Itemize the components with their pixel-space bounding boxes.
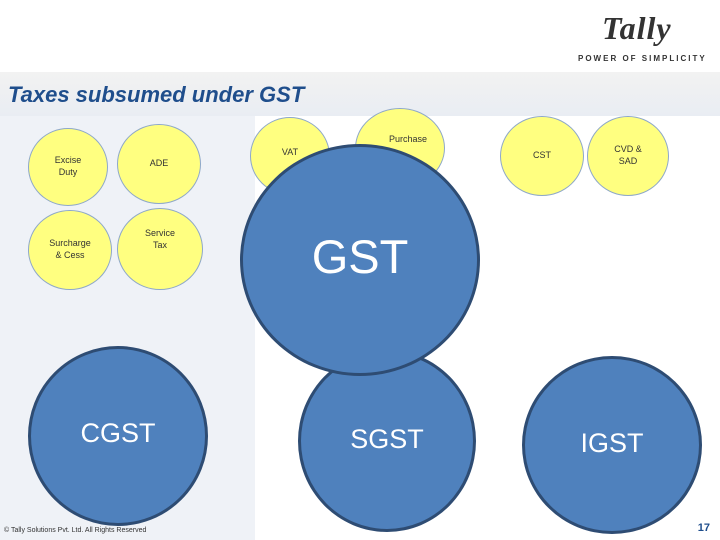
- sgst-label: SGST: [350, 423, 424, 454]
- cvd-sad-circle: CVD & SAD: [587, 116, 669, 196]
- title-band: [0, 72, 720, 116]
- gst-label: GST: [311, 229, 409, 283]
- ade-label: ADE: [149, 158, 169, 169]
- excise-duty-circle: Excise Duty: [28, 128, 108, 206]
- service-tax-circle: Service Tax: [117, 208, 203, 290]
- cgst-circle: CGST: [28, 346, 208, 526]
- vat-label: VAT: [281, 147, 299, 158]
- ade-circle: ADE: [117, 124, 201, 204]
- igst-circle: IGST: [522, 356, 702, 534]
- logo-tagline: POWER OF SIMPLICITY: [578, 54, 707, 63]
- cst-circle: CST: [500, 116, 584, 196]
- cgst-label: CGST: [80, 417, 156, 448]
- tally-logo: Tally POWER OF SIMPLICITY: [578, 8, 705, 66]
- slide-title: Taxes subsumed under GST: [8, 82, 305, 107]
- copyright-footer: © Tally Solutions Pvt. Ltd. All Rights R…: [4, 527, 147, 534]
- surcharge-cess-label: Surcharge & Cess: [49, 238, 91, 260]
- excise-duty-label: Excise Duty: [54, 155, 82, 177]
- purchase-label: Purchase: [388, 134, 428, 145]
- service-tax-label: Service Tax: [144, 228, 175, 250]
- page-number: 17: [697, 522, 710, 534]
- cvd-sad-label: CVD & SAD: [614, 144, 642, 166]
- surcharge-cess-circle: Surcharge & Cess: [28, 210, 112, 290]
- cst-label: CST: [533, 150, 551, 161]
- sgst-circle: SGST: [298, 350, 476, 532]
- logo-wordmark: Tally: [602, 10, 672, 46]
- igst-label: IGST: [580, 427, 644, 458]
- gst-circle: GST: [240, 144, 480, 376]
